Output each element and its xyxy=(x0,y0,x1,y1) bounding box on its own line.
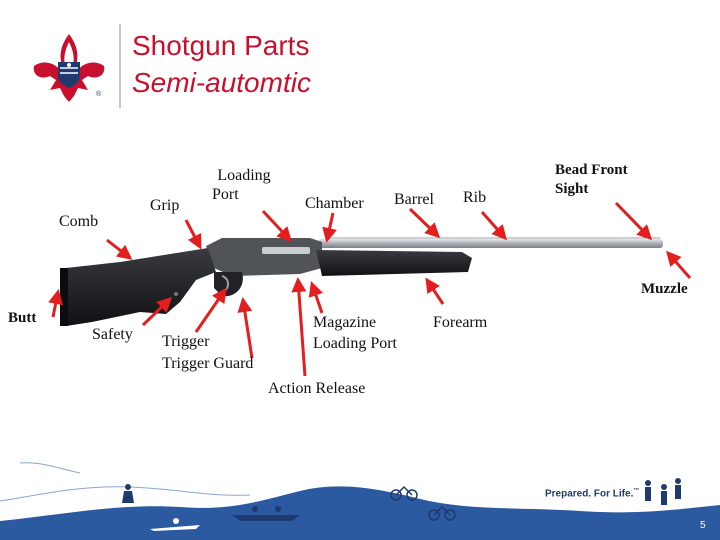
arrow-magazine xyxy=(308,281,324,314)
page-title: Shotgun Parts xyxy=(132,30,310,61)
safety-button xyxy=(174,292,178,296)
page-number: 5 xyxy=(700,520,706,531)
arrow-grip xyxy=(184,219,202,250)
header-divider xyxy=(119,24,121,108)
outdoor-activities-footer xyxy=(0,462,720,540)
arrow-forearm xyxy=(425,277,445,305)
forearm xyxy=(316,250,472,276)
label-grip: Grip xyxy=(150,197,180,214)
label-magazine-line-2: Loading Port xyxy=(313,335,397,352)
backpackers-icon xyxy=(645,478,681,505)
arrow-barrel xyxy=(408,207,441,239)
kayaker-icon xyxy=(150,518,200,531)
butt-pad xyxy=(60,268,68,326)
arrow-rib xyxy=(480,211,507,241)
label-loading-port: Loading Port xyxy=(207,166,281,204)
arrow-trigger-guard xyxy=(237,297,254,359)
barrel xyxy=(318,239,663,248)
arrow-safety xyxy=(141,296,173,327)
label-forearm: Forearm xyxy=(433,314,488,331)
label-trigger-guard: Trigger Guard xyxy=(162,355,254,372)
cyclist-icon xyxy=(390,485,456,521)
arrow-comb xyxy=(106,238,133,260)
arrow-muzzle xyxy=(666,250,692,279)
label-butt: Butt xyxy=(8,310,37,326)
hiker-icon xyxy=(122,484,134,503)
label-muzzle: Muzzle xyxy=(641,281,688,297)
arrow-chamber xyxy=(322,212,337,243)
label-chamber: Chamber xyxy=(305,195,364,212)
label-bead-front-sight-line-2: Sight xyxy=(555,181,589,197)
canoe-icon xyxy=(232,506,300,521)
arrow-loading-port xyxy=(261,209,293,243)
shotgun xyxy=(60,237,663,326)
stock xyxy=(66,248,216,326)
label-safety: Safety xyxy=(92,326,133,343)
bsa-fleur-de-lis-logo: ® xyxy=(33,34,105,102)
label-trigger: Trigger xyxy=(162,333,210,350)
label-loading-port-line-1: Loading xyxy=(217,167,271,184)
loading-port-window xyxy=(262,247,310,254)
svg-text:®: ® xyxy=(96,90,102,98)
page-subtitle: Semi-automtic xyxy=(132,67,311,98)
label-action-release: Action Release xyxy=(268,380,366,397)
label-bead-front-sight: Bead Front Sight xyxy=(555,161,628,199)
label-barrel: Barrel xyxy=(394,191,434,208)
arrow-trigger xyxy=(194,287,227,333)
label-comb: Comb xyxy=(59,213,99,230)
label-magazine-loading-port: Magazine Loading Port xyxy=(313,313,397,353)
receiver xyxy=(206,238,322,276)
label-magazine-line-1: Magazine xyxy=(313,314,377,331)
footer-tagline: Prepared. For Life.™ xyxy=(545,488,640,500)
arrow-action-release xyxy=(291,277,307,377)
label-loading-port-line-2: Port xyxy=(212,186,239,203)
arrow-butt xyxy=(48,289,64,318)
label-bead-front-sight-line-1: Bead Front xyxy=(555,162,628,178)
pointer-arrows xyxy=(48,201,692,377)
label-rib: Rib xyxy=(463,189,487,206)
arrow-bead-front-sight xyxy=(614,201,653,241)
